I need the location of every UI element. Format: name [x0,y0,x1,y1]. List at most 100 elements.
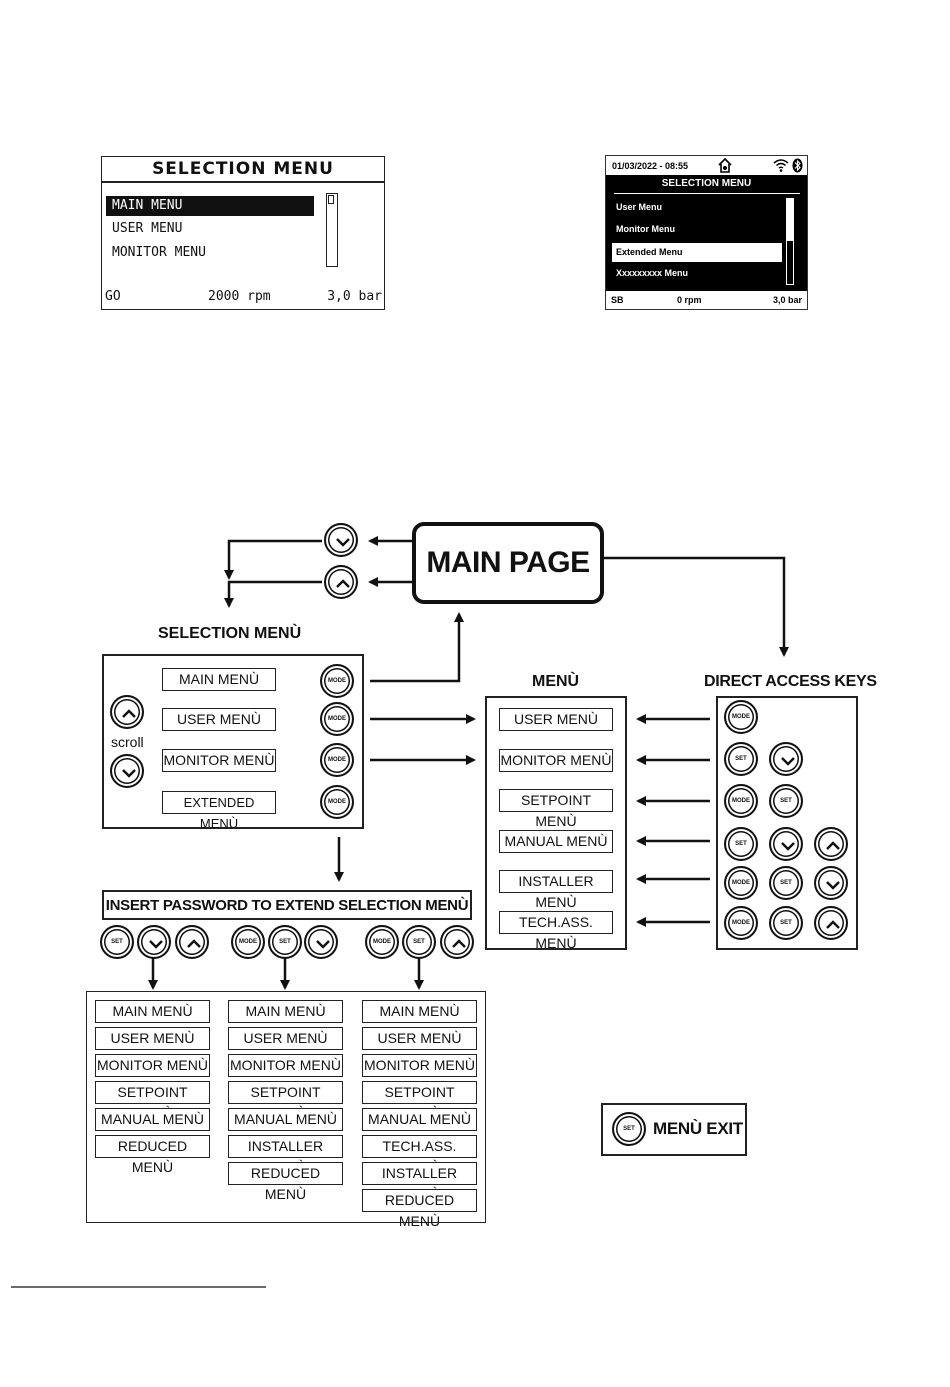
mode-key[interactable]: MODE [724,906,758,940]
menu-item-user[interactable]: USER MENÙ [499,708,613,731]
up-key[interactable] [440,925,474,959]
title-divider [102,181,384,183]
set-key[interactable]: SET [724,827,758,861]
extended-menu-item[interactable]: MONITOR MENÙ [95,1054,210,1077]
wifi-icon [773,159,789,172]
lcd-screen-color: 01/03/2022 - 08:55 SELECTION MENU User M… [605,155,808,310]
scroll-down-key[interactable] [110,754,144,788]
chevron-down-icon [336,538,350,547]
mode-key[interactable]: MODE [724,700,758,734]
mode-key-label: MODE [239,939,257,945]
extended-menu-item[interactable]: MAIN MENÙ [228,1000,343,1023]
extended-menu-item[interactable]: MANUAL MENÙ [228,1108,343,1131]
mode-key-label: MODE [373,939,391,945]
extended-menu-item[interactable]: REDUCED MENÙ [228,1162,343,1202]
set-key[interactable]: SET [769,866,803,900]
scrollbar-thumb[interactable] [787,199,793,241]
set-key-label: SET [735,756,747,762]
set-key-label: SET [780,798,792,804]
down-key[interactable] [324,523,358,557]
mode-key[interactable]: MODE [320,664,354,698]
extended-menu-item[interactable]: USER MENÙ [228,1027,343,1050]
extended-menu-item[interactable]: USER MENÙ [95,1027,210,1050]
set-key[interactable]: SET [100,925,134,959]
mode-key-label: MODE [328,678,346,684]
extended-menu-item[interactable]: MAIN MENÙ [362,1000,477,1023]
menu-item-setpoint[interactable]: SETPOINT MENÙ [499,789,613,829]
selection-item-main[interactable]: MAIN MENÙ [162,668,276,691]
screen-title: SELECTION MENU [152,159,334,179]
extended-menu-item[interactable]: REDUCED MENÙ [362,1189,477,1229]
pressure-readout: 3,0 bar [772,295,802,305]
set-key[interactable]: SET [268,925,302,959]
set-key-label: SET [413,939,425,945]
scrollbar[interactable] [786,198,794,285]
up-key[interactable] [324,565,358,599]
mode-key[interactable]: MODE [320,785,354,819]
extended-menu-item[interactable]: TECH.ASS. MENÙ [362,1135,477,1175]
mode-key-label: MODE [732,880,750,886]
down-key[interactable] [304,925,338,959]
extended-menu-item[interactable]: INSTALLER MENÙ [228,1135,343,1175]
mode-key[interactable]: MODE [320,702,354,736]
mode-key[interactable]: MODE [724,866,758,900]
up-key[interactable] [814,827,848,861]
menu-item-user[interactable]: User Menu [616,202,663,212]
home-icon [718,158,732,173]
menu-item-manual[interactable]: MANUAL MENÙ [499,830,613,853]
selection-item-monitor[interactable]: MONITOR MENÙ [162,749,276,772]
menu-item-other[interactable]: Xxxxxxxxx Menu [616,268,689,278]
extended-menu-item[interactable]: SETPOINT MENÙ [362,1081,477,1121]
menu-item-extended[interactable]: Extended Menu [612,243,782,262]
lcd-screen-classic: SELECTION MENU MAIN MENU USER MENU MONIT… [101,156,385,310]
menu-item-installer[interactable]: INSTALLER MENÙ [499,870,613,910]
set-key[interactable]: SET [612,1112,646,1146]
menu-item-monitor[interactable]: Monitor Menu [616,224,675,234]
set-key-label: SET [780,880,792,886]
mode-key[interactable]: MODE [724,784,758,818]
scrollbar-thumb[interactable] [328,195,334,204]
scroll-label: scroll [111,734,144,750]
menu-item-tech-ass[interactable]: TECH.ASS. MENÙ [499,911,613,951]
scrollbar[interactable] [326,193,338,267]
down-key[interactable] [769,742,803,776]
set-key[interactable]: SET [402,925,436,959]
main-page-box: MAIN PAGE [412,522,604,604]
menu-item-monitor[interactable]: MONITOR MENÙ [499,749,613,772]
extended-menu-item[interactable]: REDUCED MENÙ [95,1135,210,1175]
scroll-up-key[interactable] [110,695,144,729]
extended-menu-item[interactable]: SETPOINT MENÙ [228,1081,343,1121]
extended-menu-item[interactable]: MONITOR MENÙ [228,1054,343,1077]
speed-readout: 0 rpm [677,295,702,305]
selection-item-user[interactable]: USER MENÙ [162,708,276,731]
mode-key-label: MODE [328,757,346,763]
set-key[interactable]: SET [769,906,803,940]
screen-title: SELECTION MENU [661,178,752,189]
down-key[interactable] [814,866,848,900]
extended-menu-item[interactable]: INSTALLER MENÙ [362,1162,477,1202]
menu-item-user[interactable]: USER MENU [112,221,183,236]
extended-menu-item[interactable]: USER MENÙ [362,1027,477,1050]
set-key-label: SET [780,920,792,926]
menu-item-monitor[interactable]: MONITOR MENU [112,245,206,260]
up-key[interactable] [814,906,848,940]
up-key[interactable] [175,925,209,959]
extended-menu-item[interactable]: SETPOINT MENÙ [95,1081,210,1121]
extended-menu-item[interactable]: MANUAL MENÙ [362,1108,477,1131]
extended-menu-item[interactable]: MAIN MENÙ [95,1000,210,1023]
down-key[interactable] [769,827,803,861]
set-key-label: SET [735,841,747,847]
mode-key[interactable]: MODE [365,925,399,959]
selection-item-extended[interactable]: EXTENDED MENÙ [162,791,276,831]
down-key[interactable] [137,925,171,959]
extended-menu-item[interactable]: MANUAL MENÙ [95,1108,210,1131]
extended-menu-item[interactable]: MONITOR MENÙ [362,1054,477,1077]
mode-key-label: MODE [328,799,346,805]
status-text: GO [105,289,121,304]
set-key[interactable]: SET [769,784,803,818]
mode-key[interactable]: MODE [231,925,265,959]
menu-item-main[interactable]: MAIN MENU [106,196,314,216]
insert-password-box: INSERT PASSWORD TO EXTEND SELECTION MENÙ [102,890,472,920]
set-key[interactable]: SET [724,742,758,776]
mode-key[interactable]: MODE [320,743,354,777]
